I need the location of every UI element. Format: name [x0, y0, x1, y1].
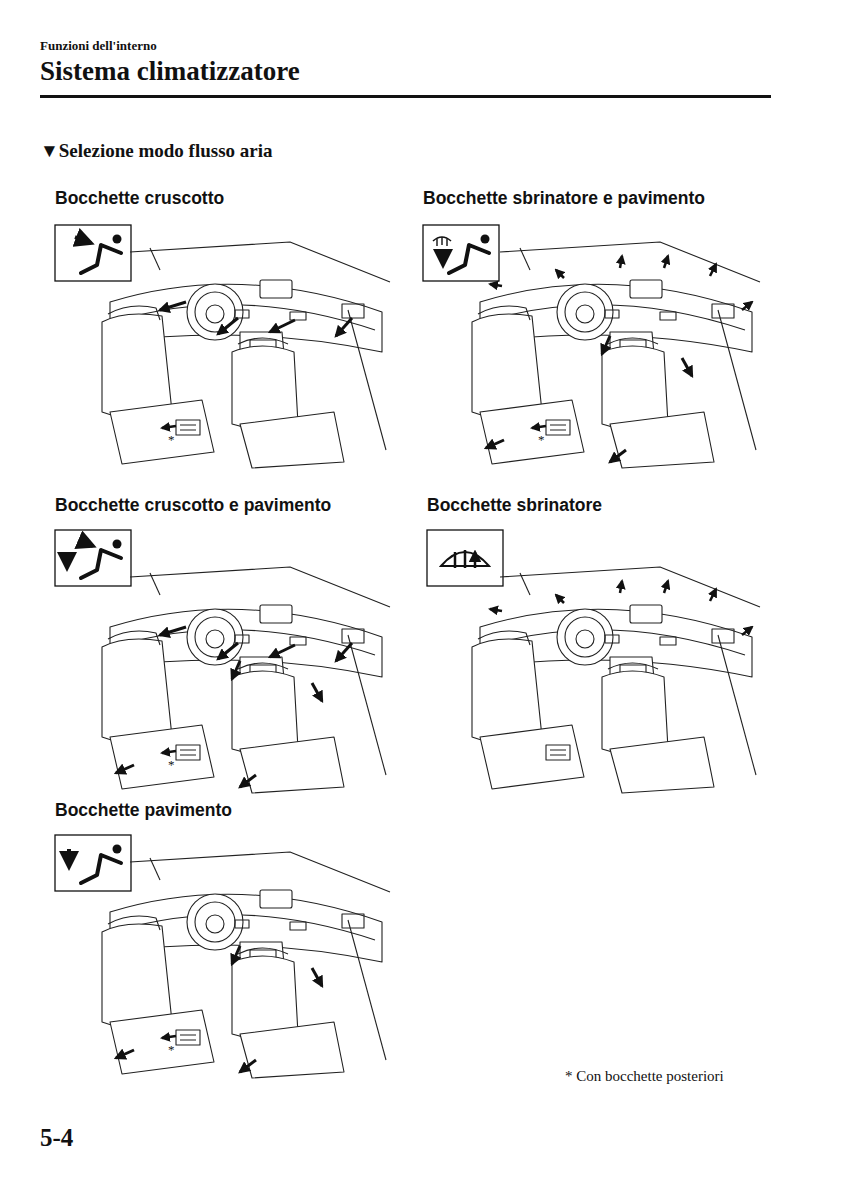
section-heading: ▼Selezione modo flusso aria [40, 140, 273, 162]
panel-heading: Bocchette pavimento [55, 800, 232, 821]
mode-icon [55, 530, 131, 586]
cabin-illustration [102, 242, 390, 468]
footnote: * Con bocchette posteriori [565, 1068, 724, 1085]
cabin-illustration [102, 852, 390, 1078]
footnote-mark: * [168, 757, 175, 773]
mode-icon [427, 530, 503, 586]
header-rule [40, 95, 771, 98]
cabin-illustration [102, 567, 390, 793]
footnote-mark: * [538, 432, 545, 448]
cabin-illustration [472, 242, 760, 468]
cabin-illustration [472, 567, 760, 793]
running-header: Funzioni dell'interno [40, 38, 157, 54]
page-number: 5-4 [40, 1124, 73, 1152]
panel-heading: Bocchette cruscotto e pavimento [55, 495, 331, 516]
panel-heading: Bocchette sbrinatore e pavimento [423, 188, 705, 209]
page-title: Sistema climatizzatore [40, 56, 300, 87]
mode-icon [55, 225, 131, 281]
panel-heading: Bocchette sbrinatore [427, 495, 602, 516]
mode-icon [423, 225, 499, 281]
footnote-mark: * [168, 432, 175, 448]
mode-icon [55, 835, 131, 891]
panel-heading: Bocchette cruscotto [55, 188, 224, 209]
footnote-mark: * [168, 1042, 175, 1058]
